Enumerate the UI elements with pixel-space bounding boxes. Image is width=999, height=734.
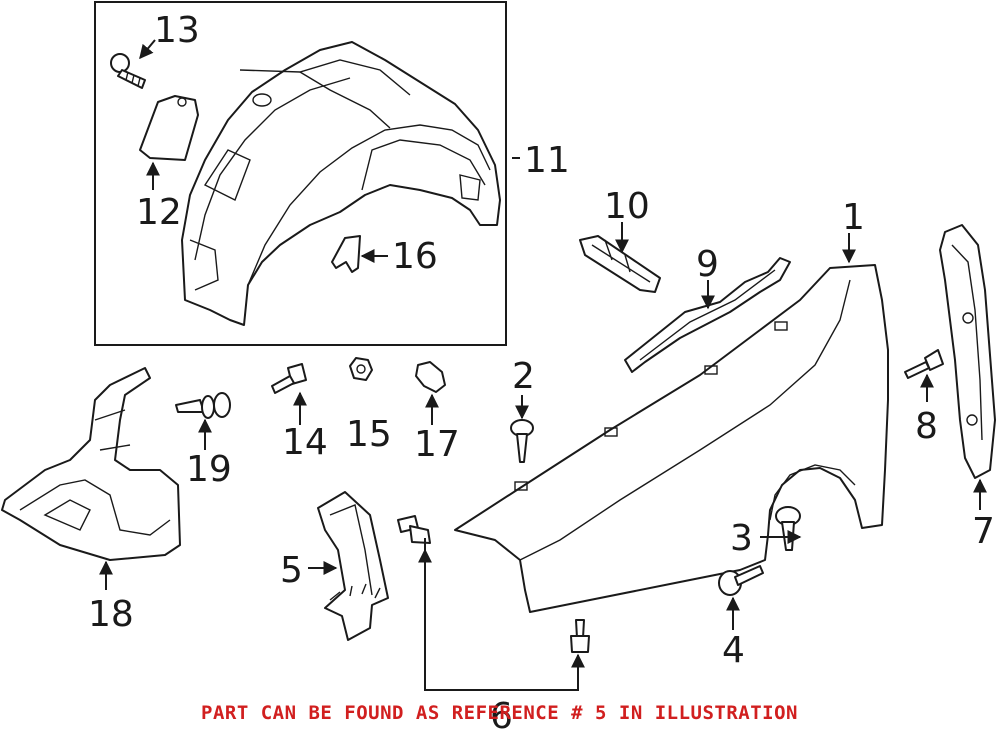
callout-9: 9 bbox=[696, 244, 719, 285]
callout-8: 8 bbox=[915, 406, 938, 447]
clip-16-part bbox=[331, 235, 361, 273]
inset-frame bbox=[94, 1, 507, 346]
bracket-10-part bbox=[579, 235, 661, 293]
fender-liner-part bbox=[181, 41, 501, 326]
splash-shield-18-part bbox=[1, 367, 181, 561]
push-pin-19-part bbox=[175, 392, 231, 419]
callout-2: 2 bbox=[512, 356, 535, 397]
pad-part bbox=[139, 95, 199, 161]
callout-10: 10 bbox=[604, 186, 650, 227]
callout-4: 4 bbox=[722, 630, 745, 671]
nut-15-part bbox=[349, 357, 373, 381]
leader-lines bbox=[99, 39, 987, 691]
screw-3-part bbox=[775, 506, 801, 551]
bolt-14-part bbox=[271, 363, 307, 394]
screw-13-part bbox=[110, 53, 146, 89]
callout-18: 18 bbox=[88, 594, 134, 635]
bolts-6-part bbox=[397, 515, 590, 653]
bolt-8-part bbox=[904, 349, 944, 379]
callout-13: 13 bbox=[154, 10, 200, 51]
callout-19: 19 bbox=[186, 449, 232, 490]
front-fender-part bbox=[454, 264, 889, 613]
callout-16: 16 bbox=[392, 236, 438, 277]
bracket-5-part bbox=[317, 491, 389, 641]
callout-11: 11 bbox=[524, 140, 570, 181]
callout-15: 15 bbox=[346, 414, 392, 455]
reference-note: PART CAN BE FOUND AS REFERENCE # 5 IN IL… bbox=[201, 702, 798, 724]
callout-14: 14 bbox=[282, 422, 328, 463]
screw-4-part bbox=[718, 565, 764, 596]
callout-17: 17 bbox=[414, 424, 460, 465]
callout-3: 3 bbox=[730, 518, 753, 559]
rear-bracket-7-part bbox=[939, 224, 996, 479]
callout-1: 1 bbox=[842, 197, 865, 238]
callout-5: 5 bbox=[280, 550, 303, 591]
clip-17-part bbox=[415, 361, 446, 393]
screw-2-part bbox=[510, 419, 534, 463]
callout-7: 7 bbox=[972, 511, 995, 552]
callout-6: 6 bbox=[490, 696, 513, 734]
callout-12: 12 bbox=[136, 192, 182, 233]
